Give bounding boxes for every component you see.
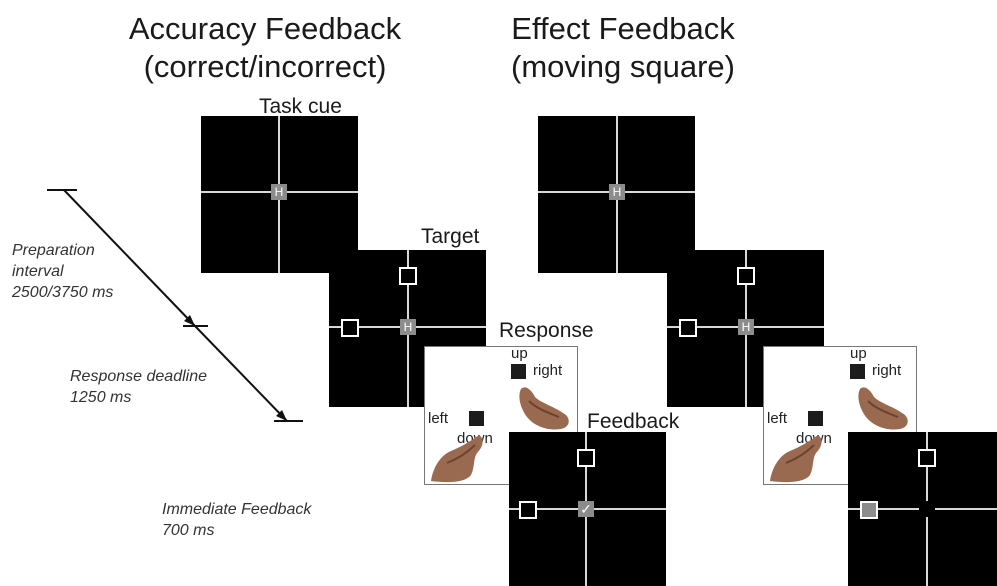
response-label: Response	[499, 319, 594, 342]
cue-letter: H	[738, 319, 754, 335]
target-box-up	[399, 267, 417, 285]
moved-square	[860, 501, 878, 519]
up-key	[850, 364, 865, 379]
deadline-label: Response deadline 1250 ms	[70, 368, 207, 406]
effect-task-cue-screen: H	[538, 116, 695, 273]
target-label: Target	[421, 225, 480, 248]
accuracy-title-line1: Accuracy Feedback	[128, 11, 402, 46]
left-label: left	[767, 410, 788, 427]
left-key	[469, 411, 484, 426]
preparation-label: Preparation interval 2500/3750 ms	[12, 242, 114, 301]
cue-letter: H	[609, 184, 625, 200]
feedback-box-left	[519, 501, 537, 519]
right-label: right	[533, 362, 563, 379]
effect-title: Effect Feedback (moving square)	[468, 10, 778, 86]
accuracy-task-cue-screen: H	[201, 116, 358, 273]
feedback-box-up	[577, 449, 595, 467]
up-label: up	[511, 346, 528, 362]
feedback-box-up	[918, 449, 936, 467]
effect-title-line1: Effect Feedback	[511, 11, 735, 46]
cue-letter: H	[400, 319, 416, 335]
task-cue-label: Task cue	[259, 95, 342, 118]
target-box-left	[679, 319, 697, 337]
feedback-label: Feedback	[587, 410, 680, 433]
target-box-up	[737, 267, 755, 285]
up-label: up	[850, 346, 867, 362]
accuracy-feedback-screen: ✓	[509, 432, 666, 586]
effect-feedback-screen	[848, 432, 997, 586]
feedback-duration-label: Immediate Feedback 700 ms	[162, 501, 312, 539]
left-hand-icon	[770, 435, 822, 483]
left-label: left	[428, 410, 449, 427]
left-key	[808, 411, 823, 426]
target-box-left	[341, 319, 359, 337]
right-hand-icon	[519, 387, 569, 430]
effect-response-panel: up right left down	[763, 346, 917, 485]
effect-title-line2: (moving square)	[511, 49, 735, 84]
vacated-center	[919, 501, 935, 517]
cue-letter: H	[271, 184, 287, 200]
accuracy-title: Accuracy Feedback (correct/incorrect)	[100, 10, 430, 86]
right-label: right	[872, 362, 902, 379]
accuracy-response-panel: up right left down	[424, 346, 578, 485]
check-mark-icon: ✓	[578, 501, 594, 517]
accuracy-title-line2: (correct/incorrect)	[143, 49, 387, 84]
up-key	[511, 364, 526, 379]
left-hand-icon	[431, 435, 483, 483]
right-hand-icon	[858, 387, 908, 430]
